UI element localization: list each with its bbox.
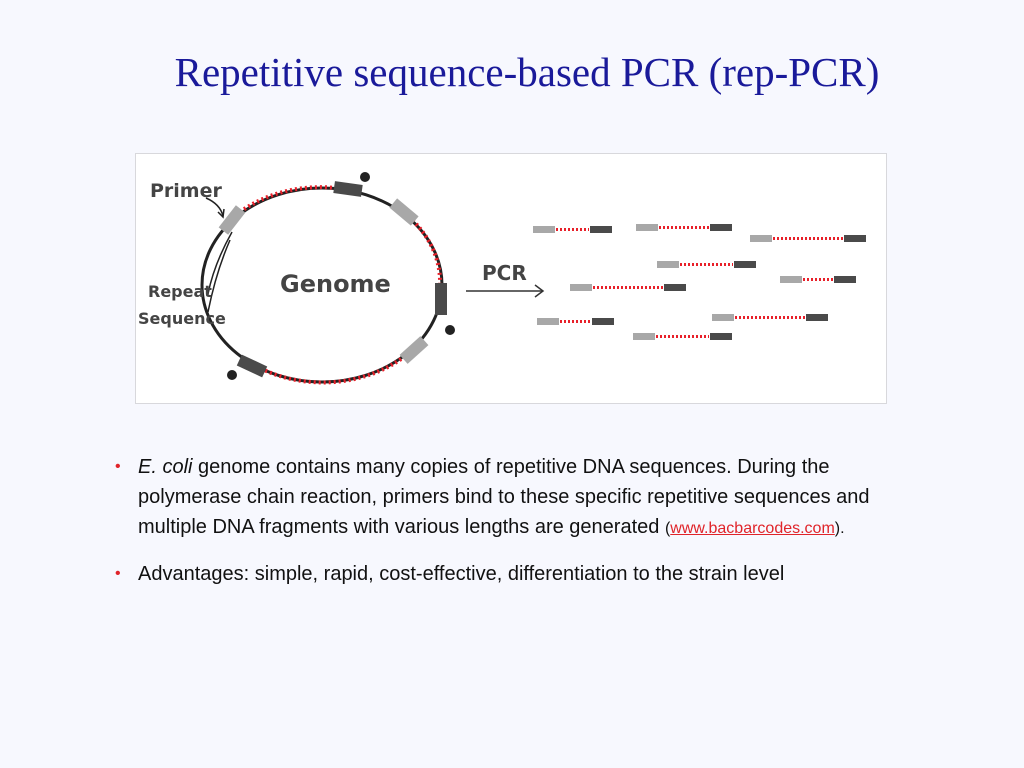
repeat-blocks [218,181,447,378]
repeat-label: Repeat [148,282,212,301]
diagram-canvas: Primer Repeat Sequence Genome PCR [138,172,866,385]
bullet-icon: • [115,458,121,475]
bullet-icon: • [115,565,121,582]
repeat-block-dark [435,283,447,315]
bullet-item-description: • E. coli genome contains many copies of… [110,452,930,544]
sequence-label: Sequence [138,309,226,328]
primer-pointer-head [217,208,225,219]
pcr-label: PCR [482,261,527,285]
amplified-region-top [238,185,337,214]
pcr-fragment [537,318,614,325]
repeat-block-light [389,198,419,226]
pcr-fragment [636,224,732,231]
repeat-pointer [207,231,233,295]
bullet-list: • E. coli genome contains many copies of… [110,452,930,592]
repeat-block-light [218,205,246,235]
source-paren-close: ). [834,520,845,537]
description-text: genome contains many copies of repetitiv… [138,456,870,538]
pcr-fragment [633,333,732,340]
pcr-fragment [570,284,686,291]
genome-label: Genome [280,270,391,298]
pcr-fragment [533,226,612,233]
amplified-region-bottom [263,351,411,385]
primer-pointer [205,197,224,217]
marker-dot [360,172,370,182]
marker-dot [227,370,237,380]
rep-pcr-diagram: Primer Repeat Sequence Genome PCR [135,153,887,404]
repeat-block-dark [236,354,268,378]
primer-label: Primer [150,180,222,202]
bullet-item-advantages: • Advantages: simple, rapid, cost-effect… [110,556,930,592]
repeat-pointer-2 [207,239,231,313]
advantages-text: Advantages: simple, rapid, cost-effectiv… [138,563,785,585]
source-paren-open: ( [664,520,671,537]
genome-markers [227,172,455,380]
pcr-fragment [750,235,866,242]
marker-dot [445,325,455,335]
pcr-fragment [712,314,828,321]
slide-title: Repetitive sequence-based PCR (rep-PCR) [174,49,880,95]
pcr-fragment [780,276,856,283]
repeat-block-dark [333,181,363,197]
source-link[interactable]: www.bacbarcodes.com [670,520,835,537]
pcr-products [533,224,866,340]
pcr-fragment [657,261,756,268]
repeat-block-light [399,336,429,364]
pcr-arrow-head [534,284,545,298]
species-name: E. coli [138,456,193,478]
